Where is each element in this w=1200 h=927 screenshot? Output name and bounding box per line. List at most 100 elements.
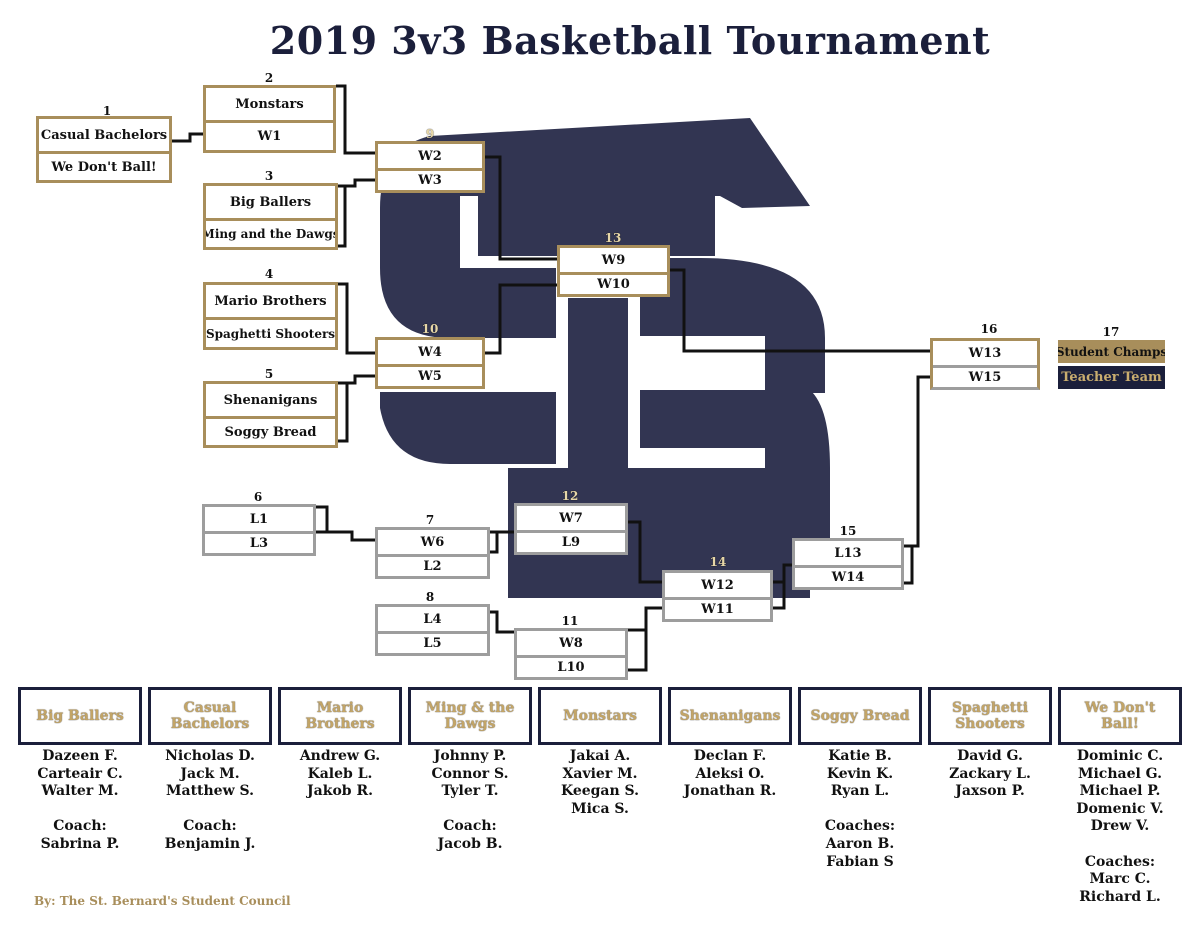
match-13-number: 13: [604, 231, 622, 245]
roster-mario-brothers: Andrew G.Kaleb L.Jakob R.: [278, 748, 402, 801]
match-11: W8 L10: [514, 628, 628, 680]
student-champs-slot: Student Champs: [1058, 340, 1165, 363]
match-16-team-bottom: W15: [933, 365, 1037, 387]
match-6-team-bottom: L3: [205, 531, 313, 553]
roster-line: Matthew S.: [166, 783, 254, 800]
roster-line: Jakob R.: [307, 783, 373, 800]
match-10-team-bottom: W5: [378, 364, 482, 386]
match-11-team-top: W8: [559, 635, 583, 651]
match-7-team-top: W6: [420, 534, 445, 550]
match-10-team-top: W4: [418, 344, 442, 360]
roster-casual-bachelors: Nicholas D.Jack M.Matthew S. Coach:Benja…: [148, 748, 272, 854]
match-1-team-bottom: We Don't Ball!: [39, 151, 169, 180]
roster-line: Katie B.: [828, 748, 892, 764]
match-11-number: 11: [561, 614, 579, 628]
match-9-team-top: W2: [418, 148, 442, 164]
roster-line: Drew V.: [1090, 818, 1150, 835]
roster-line: Declan F.: [693, 748, 767, 764]
roster-line: Kaleb L.: [307, 765, 373, 782]
roster-line: Jaxson P.: [955, 783, 1025, 800]
match-14-team-bottom: W11: [665, 597, 770, 619]
match-15-team-top: L13: [834, 545, 862, 561]
match-5: Shenanigans Soggy Bread: [203, 381, 338, 448]
match-12-number: 12: [561, 489, 579, 503]
team-name-soggy-bread: Soggy Bread: [798, 687, 922, 745]
roster-line: Tyler T.: [441, 783, 499, 800]
match-4-team-top: Mario Brothers: [214, 293, 327, 309]
match-3-team-bottom: Ming and the Dawgs: [206, 218, 335, 247]
match-1-number: 1: [102, 104, 112, 118]
roster-ming-and-the-dawgs: Johnny P.Connor S.Tyler T. Coach:Jacob B…: [408, 748, 532, 854]
match-4-number: 4: [264, 267, 274, 281]
roster-line: Johnny P.: [433, 748, 507, 764]
match-14-team-top: W12: [701, 577, 734, 593]
match-7-number: 7: [425, 513, 435, 527]
teacher-team-slot: Teacher Team: [1058, 366, 1165, 389]
match-5-team-bottom: Soggy Bread: [206, 416, 335, 445]
team-name-spaghetti-shooters: Spaghetti Shooters: [928, 687, 1052, 745]
roster-line: Jonathan R.: [683, 783, 777, 800]
roster-big-ballers: Dazeen F.Carteair C.Walter M. Coach:Sabr…: [18, 748, 142, 854]
roster-line: [408, 801, 532, 819]
match-7: W6 L2: [375, 527, 490, 579]
match-5-number: 5: [264, 367, 274, 381]
roster-line: Coach:: [53, 818, 107, 835]
roster-line: David G.: [957, 748, 1023, 764]
roster-line: Coach:: [183, 818, 237, 835]
roster-line: Dominic C.: [1076, 748, 1164, 764]
team-name-ming-and-the-dawgs: Ming & the Dawgs: [408, 687, 532, 745]
team-name-casual-bachelors: Casual Bachelors: [148, 687, 272, 745]
match-16: W13 W15: [930, 338, 1040, 390]
roster-line: Aleksi O.: [695, 765, 765, 782]
match-4: Mario Brothers Spaghetti Shooters: [203, 282, 338, 350]
match-6-team-top: L1: [249, 511, 269, 527]
match-9-number: 9: [425, 127, 435, 141]
roster-line: Marc C.: [1089, 871, 1151, 888]
roster-line: Mica S.: [571, 800, 629, 817]
team-name-mario-brothers: Mario Brothers: [278, 687, 402, 745]
roster-line: [18, 801, 142, 819]
team-name-big-ballers: Big Ballers: [18, 687, 142, 745]
match-3: Big Ballers Ming and the Dawgs: [203, 183, 338, 250]
match-15-number: 15: [839, 524, 857, 538]
match-14-number: 14: [709, 555, 727, 569]
match-13-team-bottom: W10: [560, 272, 667, 294]
match-10: W4 W5: [375, 337, 485, 389]
match-2-team-bottom: W1: [206, 120, 333, 150]
school-monogram-logo: [380, 118, 830, 598]
roster-line: Jakai A.: [569, 748, 631, 764]
roster-line: Zackary L.: [949, 765, 1031, 782]
match-17-number: 17: [1102, 325, 1120, 339]
match-11-team-bottom: L10: [517, 655, 625, 677]
roster-line: Michael P.: [1079, 783, 1161, 800]
roster-line: Sabrina P.: [40, 835, 120, 852]
roster-line: Aaron B.: [825, 835, 895, 852]
match-9: W2 W3: [375, 141, 485, 193]
team-name-monstars: Monstars: [538, 687, 662, 745]
match-13-team-top: W9: [601, 252, 626, 268]
roster-line: Domenic V.: [1076, 800, 1164, 817]
roster-line: [1058, 836, 1182, 854]
match-2: Monstars W1: [203, 85, 336, 153]
match-16-number: 16: [980, 322, 998, 336]
roster-line: Michael G.: [1077, 765, 1163, 782]
match-10-number: 10: [421, 322, 439, 336]
match-1: Casual Bachelors We Don't Ball!: [36, 116, 172, 183]
roster-line: [798, 801, 922, 819]
team-name-we-dont-ball: We Don't Ball!: [1058, 687, 1182, 745]
match-7-team-bottom: L2: [378, 554, 487, 576]
match-16-team-top: W13: [968, 345, 1002, 361]
roster-line: Jacob B.: [437, 835, 503, 852]
match-13: W9 W10: [557, 245, 670, 297]
match-6-number: 6: [253, 490, 263, 504]
credit-line: By: The St. Bernard's Student Council: [34, 894, 291, 908]
match-3-team-top: Big Ballers: [229, 194, 312, 210]
match-14: W12 W11: [662, 570, 773, 622]
roster-line: Coach:: [443, 818, 497, 835]
roster-line: Richard L.: [1079, 888, 1161, 905]
roster-line: Nicholas D.: [165, 748, 255, 764]
match-15-team-bottom: W14: [795, 565, 901, 587]
match-1-team-top: Casual Bachelors: [40, 127, 168, 143]
roster-line: Walter M.: [41, 783, 119, 800]
match-8-number: 8: [425, 590, 435, 604]
